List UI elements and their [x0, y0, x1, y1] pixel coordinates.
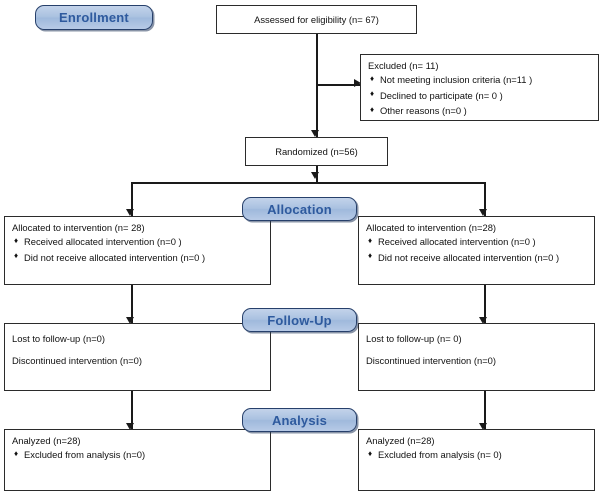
list-item: Did not receive allocated intervention (…	[12, 251, 263, 263]
node-allocated-left-title: Allocated to intervention (n= 28)	[12, 222, 145, 233]
node-excluded-title: Excluded (n= 11)	[368, 60, 439, 71]
stage-banner-analysis: Analysis	[242, 408, 357, 432]
arrow-analysis-right-in	[479, 423, 488, 430]
node-analysis-right: Analyzed (n=28) Excluded from analysis (…	[358, 429, 595, 491]
node-assessed-text: Assessed for eligibility (n= 67)	[254, 13, 379, 25]
node-analysis-left-list: Excluded from analysis (n=0)	[12, 449, 263, 461]
node-followup-right-line1: Lost to follow-up (n= 0)	[366, 333, 462, 344]
node-assessed-for-eligibility: Assessed for eligibility (n= 67)	[216, 5, 417, 34]
connector-split-left	[131, 182, 133, 216]
arrow-split-center	[311, 172, 320, 179]
connector-followup-to-analysis-left	[131, 391, 133, 429]
node-excluded-list: Not meeting inclusion criteria (n=11 ) D…	[368, 74, 591, 117]
node-excluded: Excluded (n= 11) Not meeting inclusion c…	[360, 54, 599, 121]
stage-banner-followup-label: Follow-Up	[267, 312, 332, 328]
node-allocated-left-list: Received allocated intervention (n=0 ) D…	[12, 236, 263, 263]
node-allocated-right: Allocated to intervention (n=28) Receive…	[358, 216, 595, 285]
list-item: Did not receive allocated intervention (…	[366, 251, 587, 263]
node-followup-left-line2: Discontinued intervention (n=0)	[12, 355, 143, 367]
list-item: Received allocated intervention (n=0 )	[12, 236, 263, 248]
stage-banner-allocation: Allocation	[242, 197, 357, 221]
connector-split-bar	[131, 182, 485, 184]
arrow-randomized-in	[311, 130, 320, 137]
arrow-analysis-left-in	[126, 423, 135, 430]
node-analysis-right-title: Analyzed (n=28)	[366, 435, 435, 446]
list-item: Excluded from analysis (n= 0)	[366, 449, 587, 461]
stage-banner-enrollment: Enrollment	[35, 5, 153, 30]
list-item: Not meeting inclusion criteria (n=11 )	[368, 74, 591, 86]
arrow-followup-left-in	[126, 317, 135, 324]
stage-banner-allocation-label: Allocation	[267, 201, 332, 217]
node-randomized: Randomized (n=56)	[245, 137, 388, 166]
stage-banner-analysis-label: Analysis	[271, 412, 328, 428]
node-followup-left: Lost to follow-up (n=0) Discontinued int…	[4, 323, 271, 391]
node-analysis-right-list: Excluded from analysis (n= 0)	[366, 449, 587, 461]
node-allocated-left: Allocated to intervention (n= 28) Receiv…	[4, 216, 271, 285]
arrow-allocated-right-in	[479, 209, 488, 216]
arrow-allocated-left-in	[126, 209, 135, 216]
list-item: Declined to participate (n= 0 )	[368, 89, 591, 101]
arrow-followup-right-in	[479, 317, 488, 324]
list-item: Received allocated intervention (n=0 )	[366, 236, 587, 248]
connector-followup-to-analysis-right	[484, 391, 486, 429]
node-followup-left-line1: Lost to follow-up (n=0)	[12, 333, 106, 344]
connector-split-right	[484, 182, 486, 216]
list-item: Excluded from analysis (n=0)	[12, 449, 263, 461]
node-randomized-text: Randomized (n=56)	[275, 145, 358, 157]
stage-banner-enrollment-label: Enrollment	[59, 10, 129, 25]
connector-allocation-to-followup-left	[131, 285, 133, 323]
node-followup-right-line2: Discontinued intervention (n=0)	[366, 355, 497, 367]
node-analysis-left: Analyzed (n=28) Excluded from analysis (…	[4, 429, 271, 491]
node-allocated-right-list: Received allocated intervention (n=0 ) D…	[366, 236, 587, 263]
node-followup-right: Lost to follow-up (n= 0) Discontinued in…	[358, 323, 595, 391]
connector-allocation-to-followup-right	[484, 285, 486, 323]
stage-banner-followup: Follow-Up	[242, 308, 357, 332]
connector-to-excluded	[316, 84, 360, 86]
arrow-excluded-in	[354, 79, 361, 88]
list-item: Other reasons (n=0 )	[368, 105, 591, 117]
node-allocated-right-title: Allocated to intervention (n=28)	[366, 222, 497, 233]
node-analysis-left-title: Analyzed (n=28)	[12, 435, 81, 446]
